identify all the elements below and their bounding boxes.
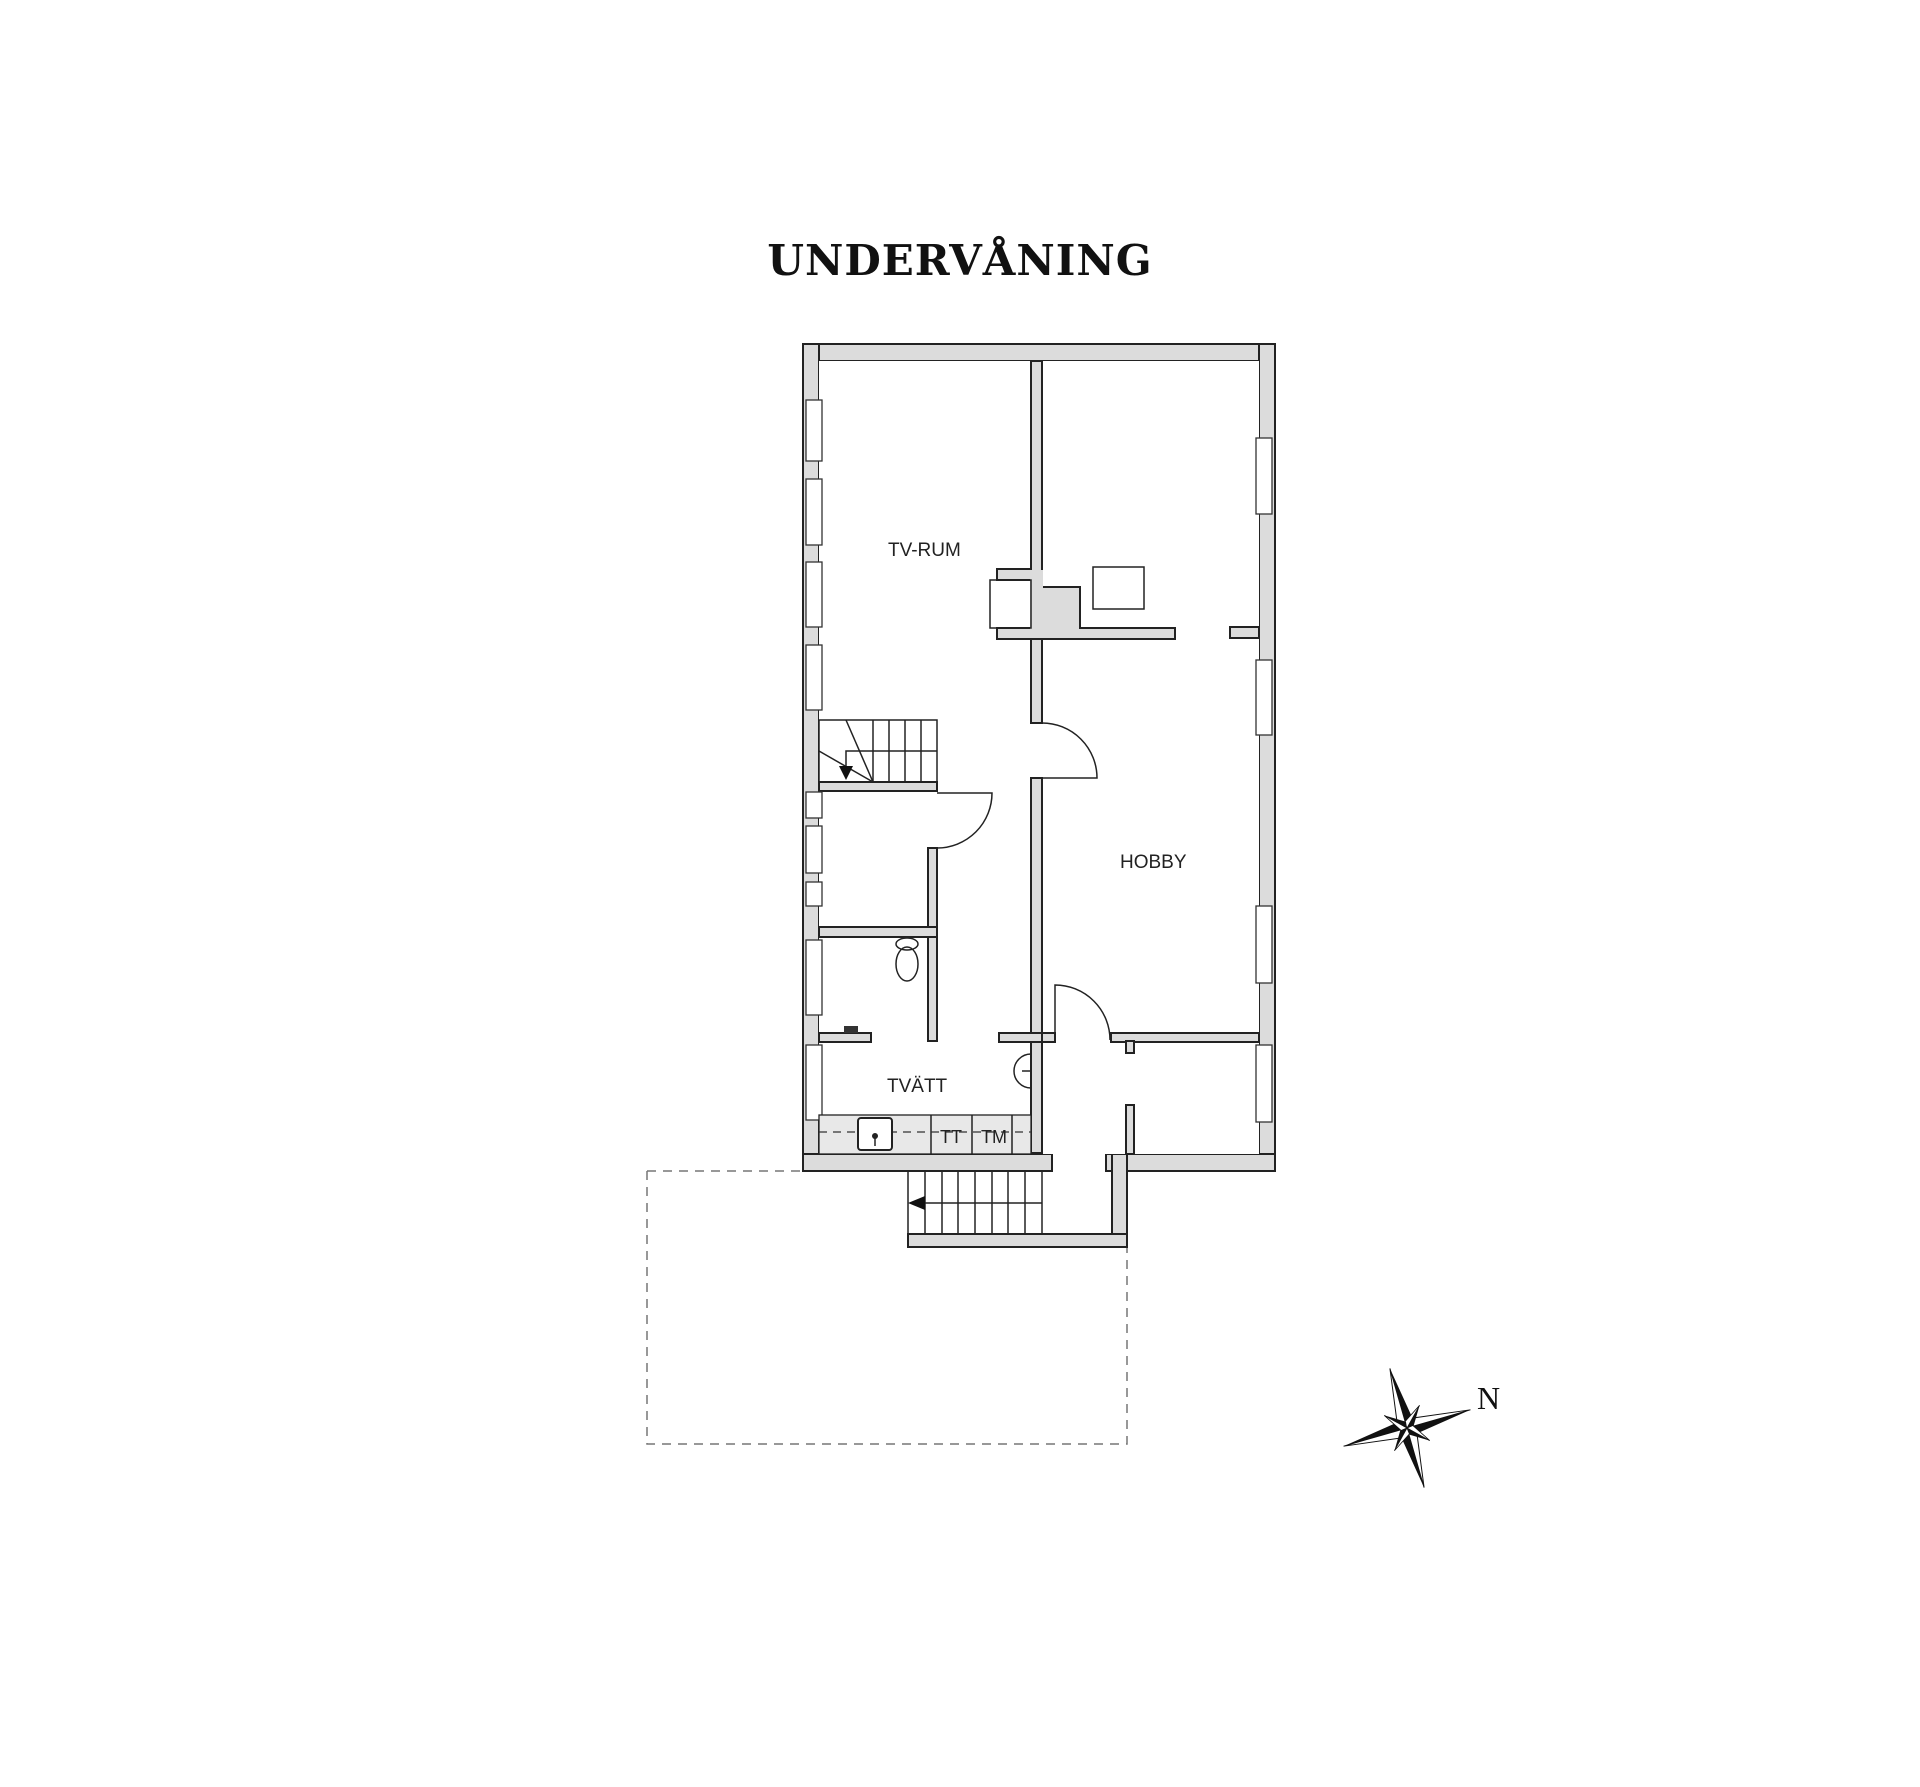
tap-icon xyxy=(844,1026,858,1033)
windows-right xyxy=(1255,437,1273,1123)
entry-stair-arrow-icon xyxy=(908,1196,925,1210)
terrace-outline xyxy=(646,1171,1128,1445)
appliance-label-tt: TT xyxy=(940,1127,962,1147)
hobby-door[interactable] xyxy=(1041,722,1098,779)
corridor-door[interactable] xyxy=(1054,984,1111,1041)
floor-title: UNDERVÅNING xyxy=(767,236,1153,285)
windows-left xyxy=(805,399,823,1121)
room-label-tvatt: TVÄTT xyxy=(887,1076,948,1097)
compass-rose-icon xyxy=(1343,1368,1471,1488)
laundry-counter xyxy=(818,1114,1032,1155)
inner-staircase xyxy=(818,719,938,783)
box-fixture xyxy=(1092,566,1145,610)
room-label-hobby: HOBBY xyxy=(1120,852,1187,873)
fireplace xyxy=(989,579,1032,629)
washbasin-icon xyxy=(1013,1053,1032,1089)
interior-walls xyxy=(818,360,1260,1155)
room-label-tv-rum: TV-RUM xyxy=(888,540,961,561)
doors[interactable] xyxy=(936,722,1111,1041)
stair-arrow-icon xyxy=(839,766,853,780)
appliance-label-tm: TM xyxy=(981,1127,1007,1147)
entry-staircase xyxy=(907,1170,1043,1235)
storage-door[interactable] xyxy=(936,792,993,849)
compass-north-label: N xyxy=(1477,1380,1500,1416)
toilet-icon xyxy=(895,937,919,982)
